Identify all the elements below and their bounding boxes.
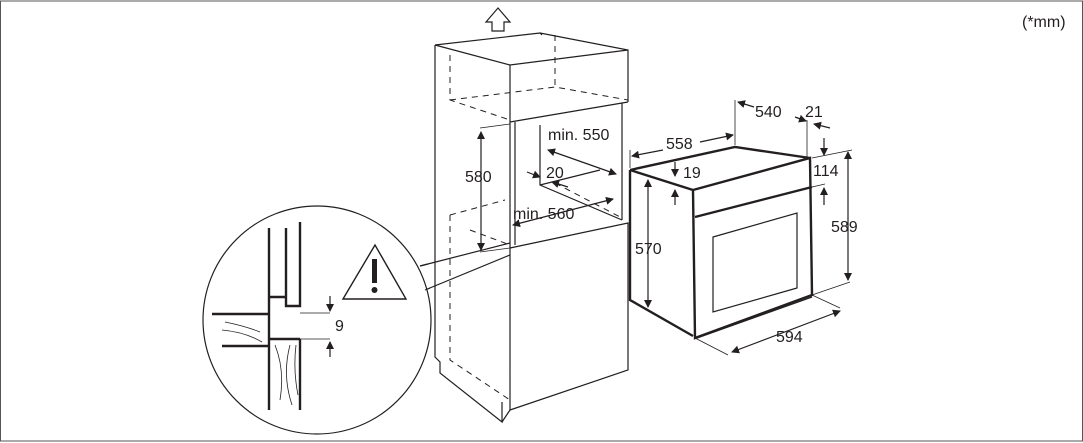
control-panel-height-label: 114 (813, 163, 839, 180)
panel-offset-label: 19 (683, 165, 701, 182)
gap-label: 9 (335, 318, 344, 335)
up-arrow-icon (484, 7, 512, 32)
niche-height-label: 580 (465, 169, 492, 186)
cabinet (434, 32, 629, 424)
niche-width-label: min. 560 (513, 206, 574, 223)
depth-body-label: 540 (755, 104, 782, 121)
rear-gap-label: 20 (546, 165, 564, 182)
front-width-label: 594 (776, 329, 803, 346)
front-thickness-label: 21 (805, 104, 823, 121)
niche-depth-label: min. 550 (548, 127, 609, 144)
oven-dimensions (629, 100, 853, 356)
detail-callout (202, 205, 511, 435)
depth-total-label: 558 (666, 136, 693, 153)
cabinet-dimensions (477, 123, 617, 253)
body-height-label: 570 (635, 241, 662, 258)
unit-note: (*mm) (1022, 14, 1066, 31)
warning-triangle-icon (341, 243, 408, 300)
front-height-label: 589 (831, 219, 858, 236)
